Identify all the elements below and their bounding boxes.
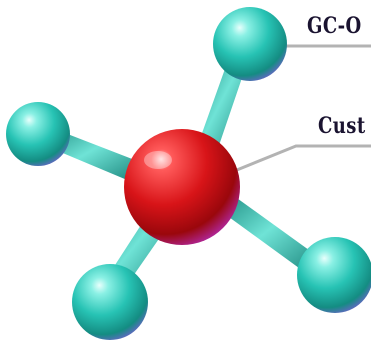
label-top: GC-O <box>307 13 362 39</box>
atom-center-highlight <box>144 151 172 169</box>
outer-atoms <box>6 7 371 340</box>
label-middle: Cust <box>318 113 366 139</box>
atom-left <box>6 102 70 166</box>
atom-top-right <box>213 7 287 81</box>
bond-left <box>46 128 140 182</box>
atom-bottom-right <box>297 237 371 313</box>
leader-line-mid <box>221 144 371 178</box>
atom-center <box>124 129 240 245</box>
atom-bottom-left <box>72 264 148 340</box>
bond-bottom-right <box>222 196 320 276</box>
